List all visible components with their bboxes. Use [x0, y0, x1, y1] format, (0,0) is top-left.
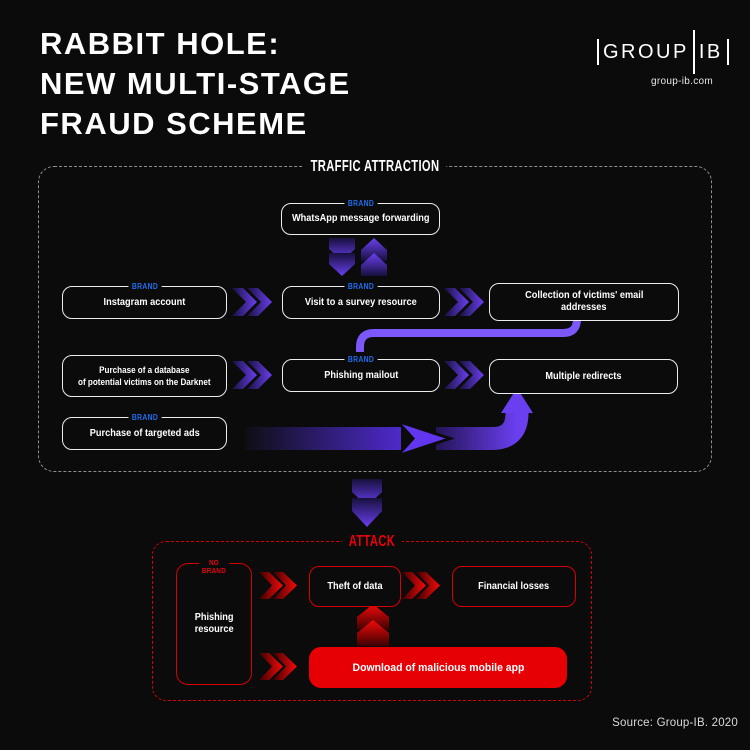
node-label-line-2: of potential victims on the Darknet — [78, 377, 211, 387]
red-chevron-right-icon — [259, 572, 297, 599]
node-whatsapp-forwarding: BRAND WhatsApp message forwarding — [281, 199, 440, 235]
node-label-line-1: Phishing — [194, 612, 234, 623]
big-flow-arrow — [245, 388, 533, 457]
node-theft-of-data: Theft of data — [309, 566, 401, 607]
logo-text-group: GROUP — [603, 40, 689, 63]
node-email-collection: Collection of victims' email addresses — [489, 283, 679, 321]
node-malicious-app-download: Download of malicious mobile app — [309, 647, 567, 688]
group-ib-logo: GROUP IB — [597, 30, 729, 74]
section-connector-arrow-down-icon — [352, 479, 382, 527]
attack-section: ATTACK — [152, 533, 592, 701]
page-title: RABBIT HOLE: NEW MULTI-STAGE FRAUD SCHEM… — [40, 24, 351, 144]
title-line-1: RABBIT HOLE: — [40, 26, 281, 61]
logo-bar-right — [726, 39, 729, 65]
attack-title: ATTACK — [341, 533, 403, 551]
node-label: Instagram account — [103, 296, 186, 308]
node-label-line-1: Purchase of a database — [99, 365, 190, 375]
node-phishing-resource: NO BRAND Phishing resource — [176, 559, 252, 685]
node-label: Download of malicious mobile app — [352, 661, 524, 674]
node-label: Purchase of targeted ads — [89, 427, 200, 439]
node-label-line-2: addresses — [561, 302, 607, 313]
logo-bar-left — [597, 39, 599, 65]
node-phishing-mailout: BRAND Phishing mailout — [282, 355, 440, 392]
traffic-attraction-title: TRAFFIC ATTRACTION — [303, 158, 447, 176]
node-label: Financial losses — [478, 580, 550, 592]
source-credit: Source: Group-IB. 2020 — [612, 717, 738, 729]
node-label: Multiple redirects — [545, 370, 622, 382]
logo-text-ib: IB — [698, 40, 723, 63]
no-brand-label: NO BRAND — [199, 559, 229, 575]
arrow-down-icon — [329, 238, 355, 276]
node-label: WhatsApp message forwarding — [291, 213, 430, 224]
node-label: Phishing mailout — [323, 369, 399, 381]
brand-label: BRAND — [343, 199, 378, 208]
red-chevron-right-icon — [402, 572, 440, 599]
chevron-right-icon — [232, 361, 272, 389]
brand-label: BRAND — [127, 282, 162, 291]
node-survey-resource: BRAND Visit to a survey resource — [282, 282, 440, 319]
feedback-curve-arrow — [356, 316, 581, 352]
node-darknet-database: Purchase of a database of potential vict… — [62, 355, 227, 397]
node-instagram-account: BRAND Instagram account — [62, 282, 227, 319]
traffic-attraction-section: TRAFFIC ATTRACTION — [38, 158, 712, 472]
node-label-line-2: resource — [194, 624, 234, 635]
chevron-right-icon — [444, 288, 484, 316]
node-multiple-redirects: Multiple redirects — [489, 359, 678, 394]
node-targeted-ads: BRAND Purchase of targeted ads — [62, 413, 227, 450]
chevron-right-icon — [232, 288, 272, 316]
red-arrow-up-icon — [357, 604, 389, 646]
logo-bar-middle — [692, 30, 695, 74]
title-line-3: FRAUD SCHEME — [40, 106, 308, 141]
brand-label: BRAND — [344, 355, 378, 364]
red-chevron-right-icon — [259, 653, 297, 680]
node-label: Theft of data — [327, 580, 383, 592]
brand-label: BRAND — [127, 413, 162, 422]
title-line-2: NEW MULTI-STAGE — [40, 66, 351, 101]
node-financial-losses: Financial losses — [452, 566, 576, 607]
node-label-line-1: Collection of victims' email — [524, 290, 644, 301]
brand-label: BRAND — [344, 282, 378, 291]
node-label: Visit to a survey resource — [305, 296, 417, 308]
arrow-up-icon — [361, 238, 387, 276]
website-url: group-ib.com — [651, 76, 713, 87]
chevron-right-icon — [444, 361, 484, 389]
